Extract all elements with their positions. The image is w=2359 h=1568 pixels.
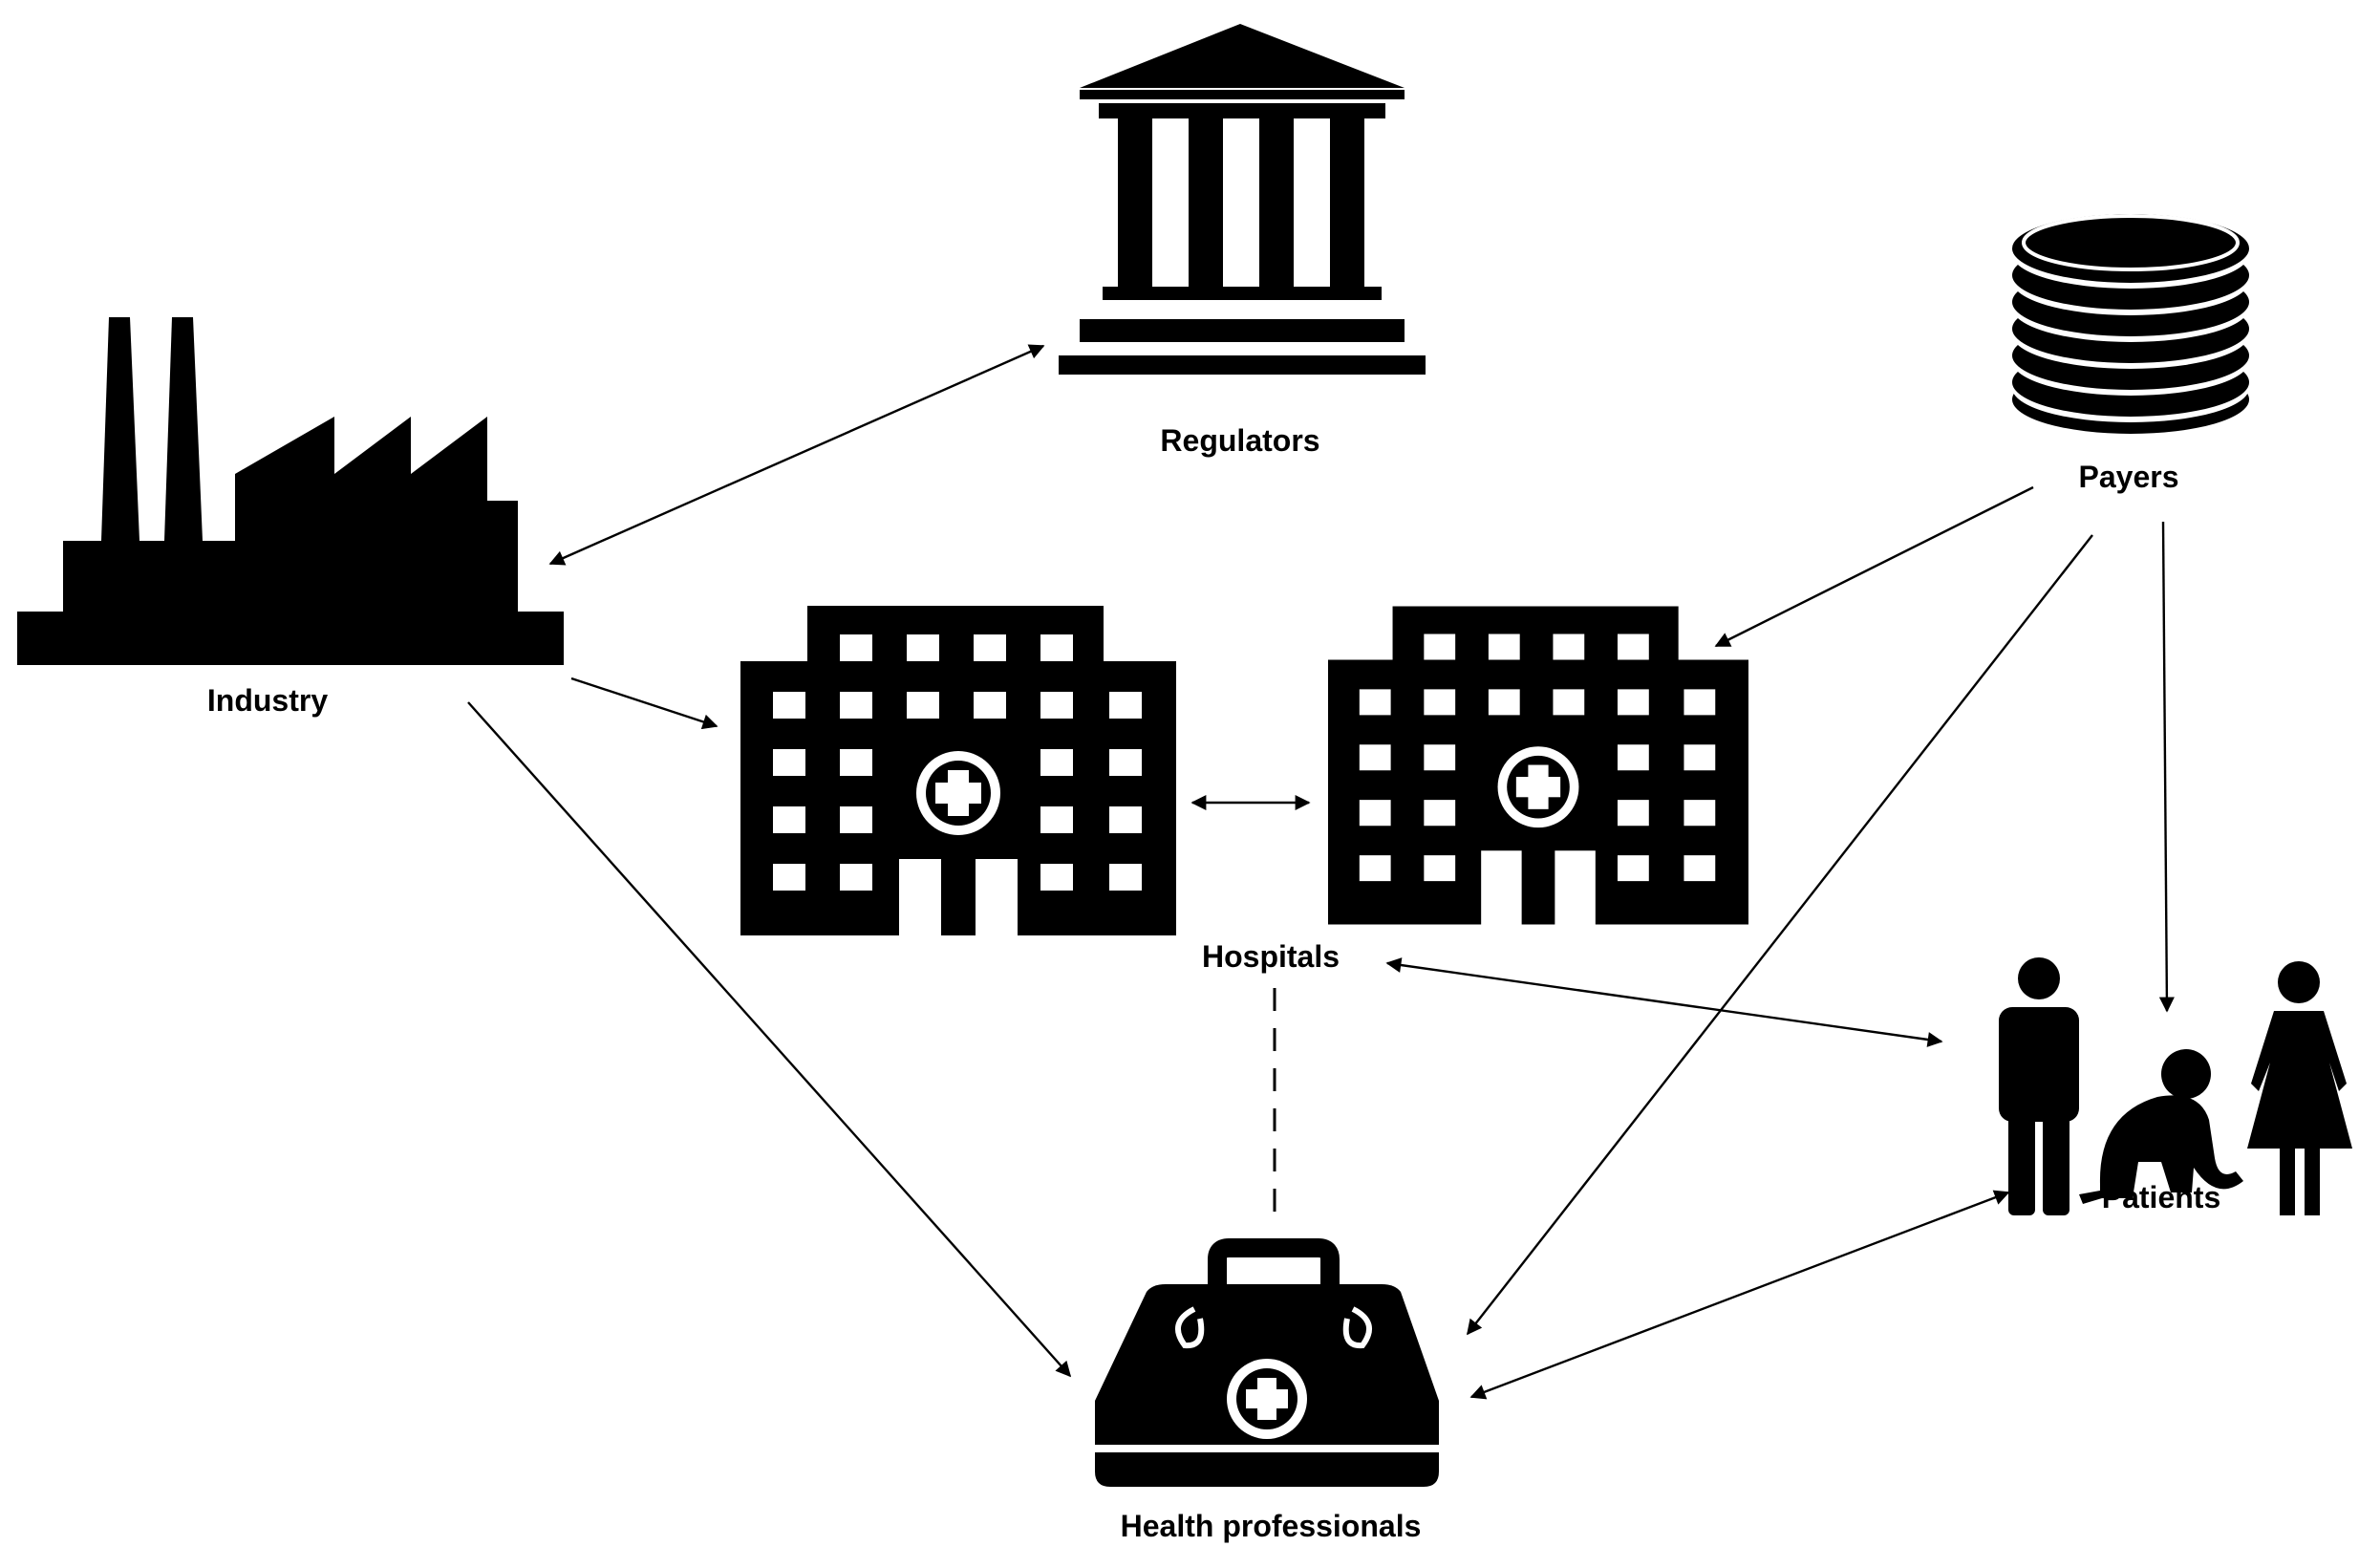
connection-industry-health-professionals xyxy=(467,701,1072,1378)
family-people-icon xyxy=(1999,957,2352,1215)
label-health-professionals: Health professionals xyxy=(1121,1509,1422,1543)
connection-industry-regulators xyxy=(548,344,1045,566)
node-regulators: Regulators xyxy=(1059,24,1426,458)
label-industry: Industry xyxy=(207,683,328,718)
coin-stack-icon xyxy=(2012,214,2249,434)
man-icon xyxy=(2018,957,2060,999)
connection-payers-hospitals xyxy=(1714,485,2034,648)
hospital-building-icon xyxy=(1328,606,1748,925)
factory-icon xyxy=(17,317,564,665)
connection-industry-hospitals xyxy=(570,677,718,730)
connection-hospitals-patients xyxy=(1385,957,1943,1047)
node-patients: Patients xyxy=(1999,957,2352,1215)
government-building-icon xyxy=(1059,24,1426,375)
connection-payers-patients xyxy=(2158,521,2175,1013)
woman-icon xyxy=(2278,961,2320,1003)
hospital-building-icon xyxy=(740,606,1176,935)
node-industry: Industry xyxy=(17,317,564,718)
medical-bag-icon xyxy=(1095,1238,1439,1487)
connection-patients-health-professionals xyxy=(1469,1190,2010,1400)
node-health-professionals: Health professionals xyxy=(1095,1238,1439,1543)
label-patients: Patients xyxy=(2102,1180,2220,1214)
node-hospitals: Hospitals xyxy=(740,606,1748,974)
label-hospitals: Hospitals xyxy=(1202,939,1340,974)
label-payers: Payers xyxy=(2079,460,2179,494)
node-payers: Payers xyxy=(2012,214,2249,494)
connection-payers-health-professionals xyxy=(1467,534,2093,1336)
connections xyxy=(467,344,2175,1400)
baby-icon xyxy=(2161,1049,2211,1099)
label-regulators: Regulators xyxy=(1160,423,1319,458)
